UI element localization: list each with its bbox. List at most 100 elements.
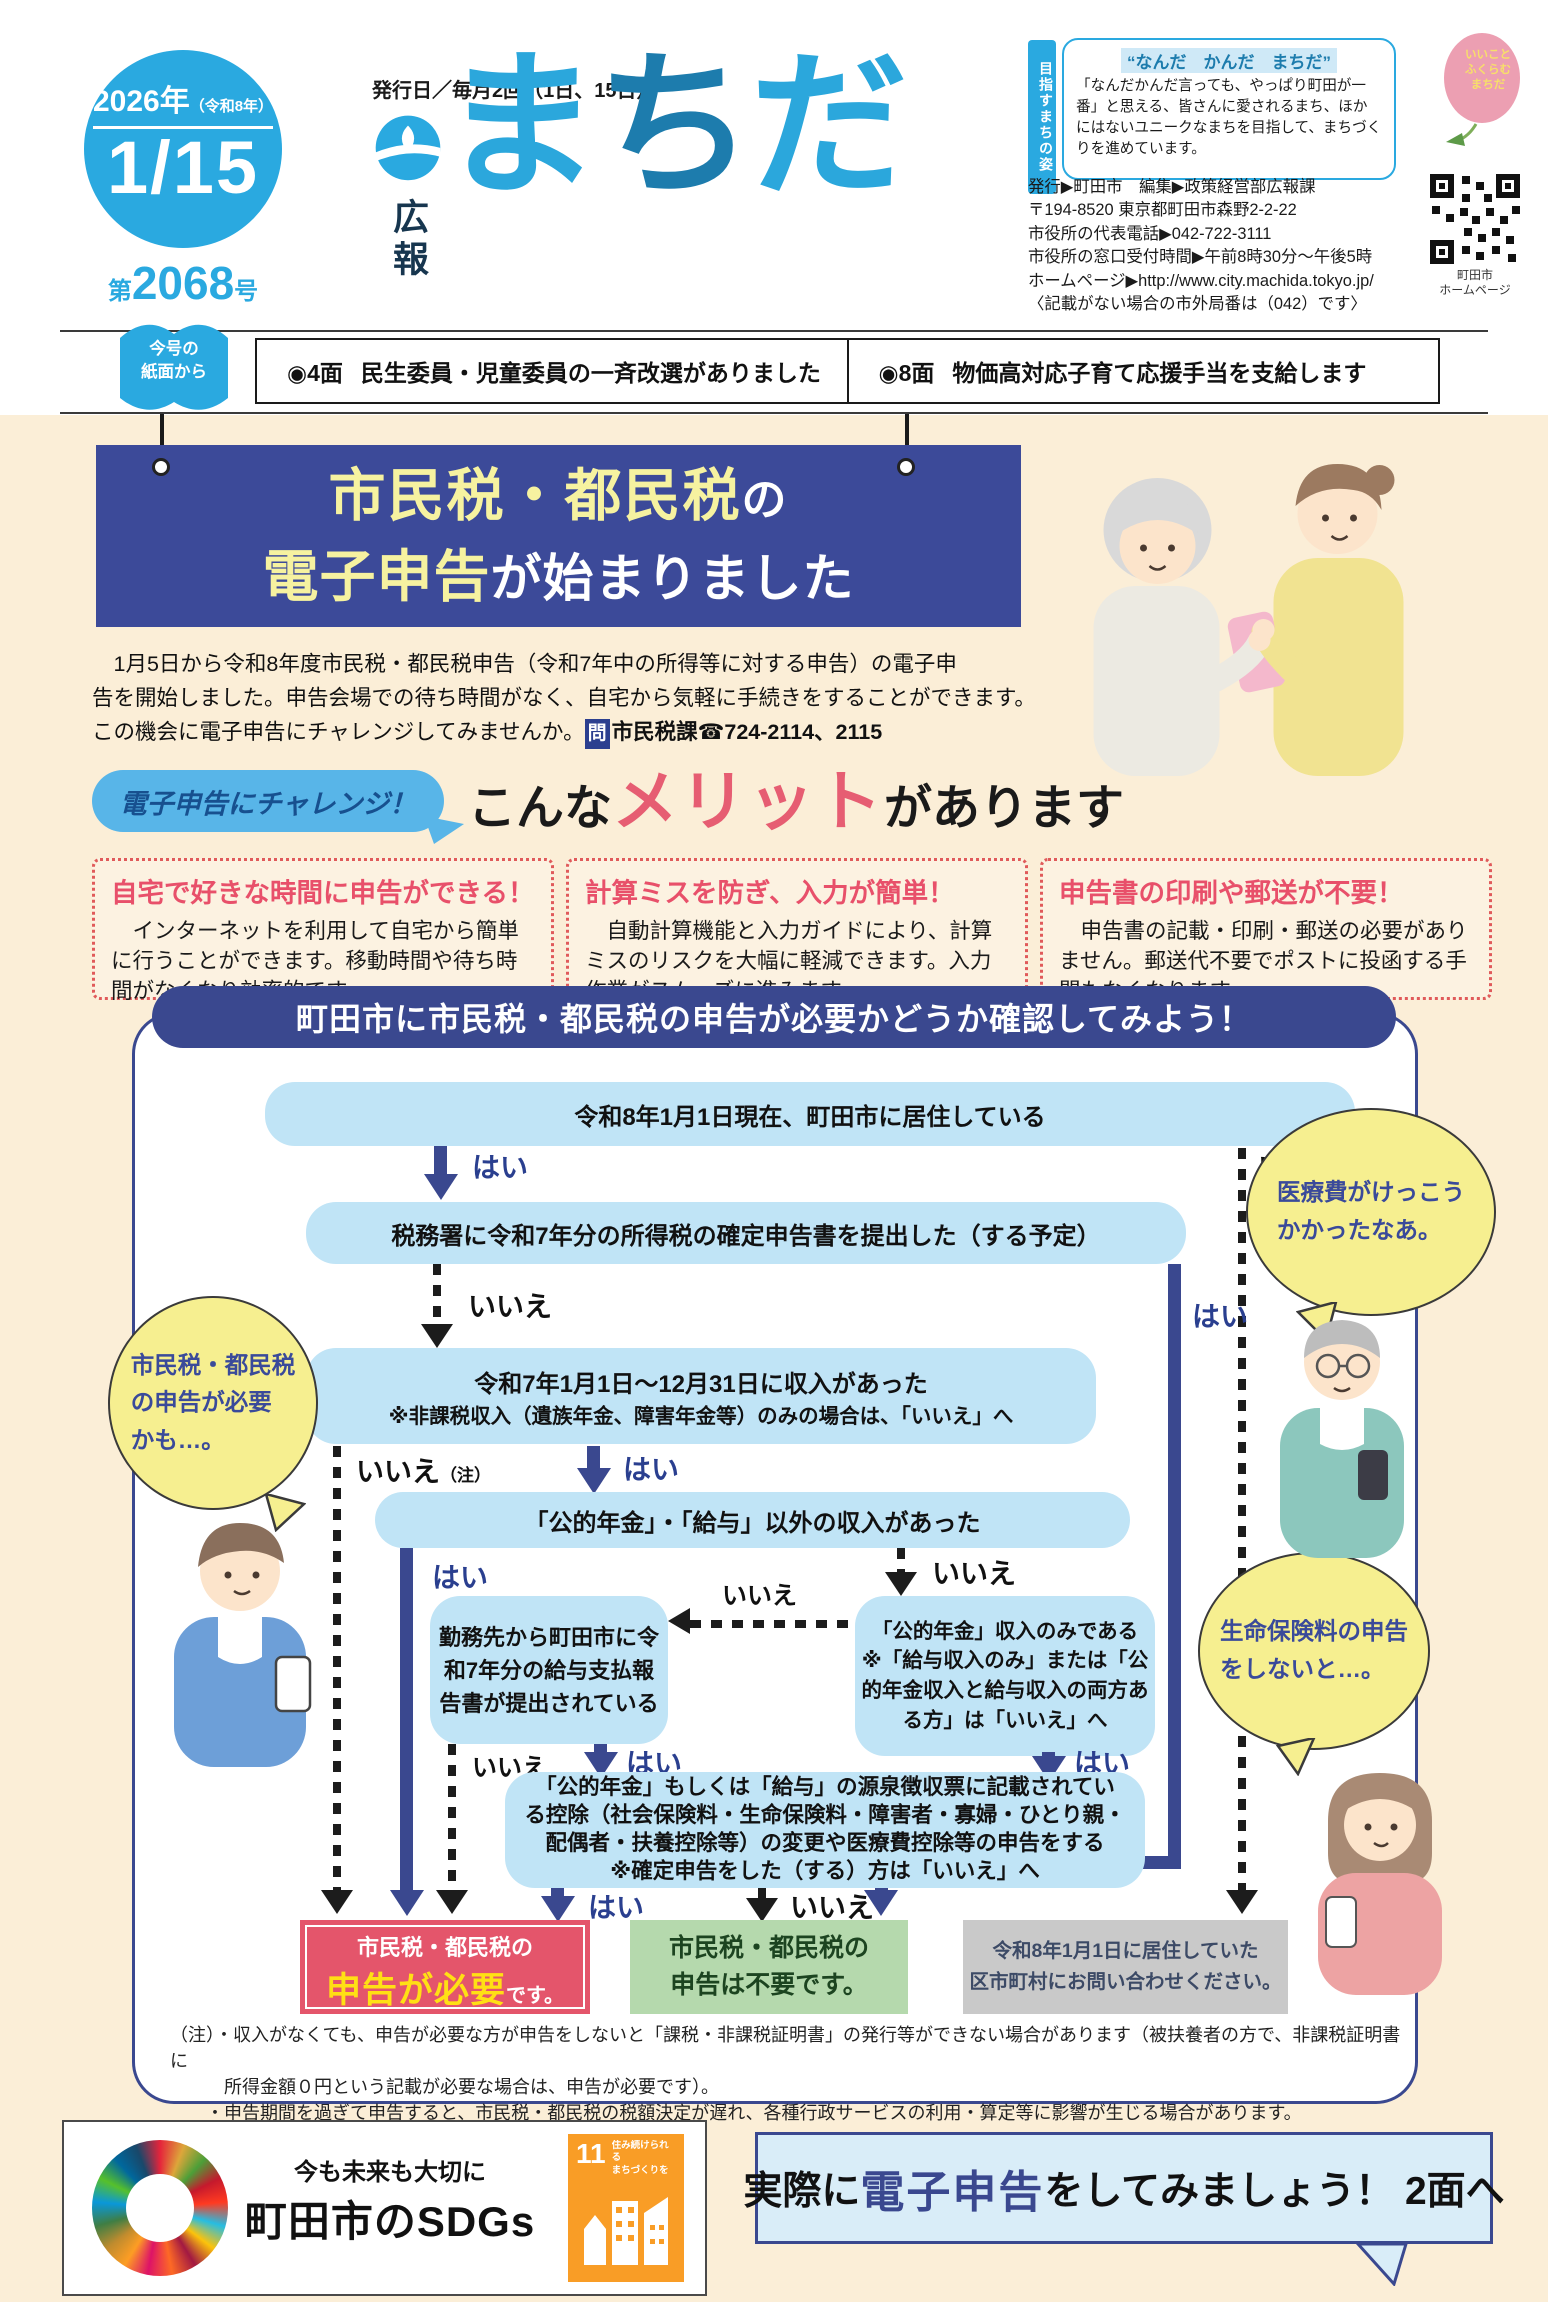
issue-year: 2026年 xyxy=(92,85,190,118)
sign-pin xyxy=(897,458,915,476)
merit-heading: こんなメリットがあります xyxy=(468,764,1125,838)
sdg-goal-label: 住み続けられる まちづくりを xyxy=(611,2140,669,2176)
flow-arrow-head xyxy=(668,1608,690,1634)
man-with-phone-illustration xyxy=(174,1523,312,1767)
flow-arrow-head xyxy=(390,1890,424,1916)
sdgs-wheel-icon xyxy=(92,2140,228,2276)
label-yes: はい xyxy=(432,1562,489,1593)
merit-box-title: 自宅で好きな時間に申告ができる！ xyxy=(111,878,535,908)
label-no: いいえ xyxy=(468,1291,553,1322)
flow-arrow-line xyxy=(1168,1264,1181,1856)
sdg-buildings-icon xyxy=(584,2197,668,2266)
toc-item: ◉4面民生委員・児童委員の一斉改選がありました xyxy=(257,340,847,402)
flow-box-pension-only: 「公的年金」収入のみである ※「給与収入のみ」または「公 的年金収入と給与収入の… xyxy=(855,1596,1155,1756)
toc-item-title: 物価高対応子育て応援手当を支給します xyxy=(952,360,1367,386)
flow-dotted-line xyxy=(690,1620,855,1628)
flow-arrow-head xyxy=(421,1324,453,1348)
city-vision-box: “なんだ かんだ まちだ” 「なんだかんだ言っても、やっぱり町田が一番」と思える… xyxy=(1062,38,1396,180)
contact-info: 市民税課☎724-2114、2115 xyxy=(611,719,883,744)
feature-title-line1-em: 市民税・都民税 xyxy=(328,464,742,528)
inquiry-mark: 問 xyxy=(584,718,610,749)
flow-box-residence: 令和8年1月1日現在、町田市に居住している xyxy=(265,1082,1355,1146)
cta-banner-tail xyxy=(1356,2242,1408,2286)
publisher-line: 発行▶町田市 編集▶政策経営部広報課 xyxy=(1028,178,1316,196)
bubble-may-need-filing: 市民税・都民税 の申告が必要 かも…。 xyxy=(108,1296,318,1510)
label-yes: はい xyxy=(1192,1301,1249,1332)
flow-box-final-return: 税務署に令和7年分の所得税の確定申告書を提出した（する予定） xyxy=(306,1202,1186,1264)
flow-arrow-head xyxy=(424,1174,458,1200)
flow-dotted-line xyxy=(448,1744,456,1890)
issue-date-badge: 2026年（令和8年） 1/15 xyxy=(84,50,282,248)
flow-arrow-head xyxy=(577,1468,611,1494)
toc-item-title: 民生委員・児童委員の一斉改選がありました xyxy=(360,360,821,386)
challenge-bubble-tail xyxy=(424,816,464,844)
people-with-phone-illustration xyxy=(1093,464,1404,776)
sign-string xyxy=(160,414,164,466)
flow-arrow-line xyxy=(400,1548,413,1890)
machida-balloon-logo xyxy=(1444,33,1520,146)
feature-title-banner: 市民税・都民税の 電子申告が始まりました xyxy=(96,445,1021,627)
flow-dotted-line xyxy=(1238,1148,1246,1890)
flow-arrow-head xyxy=(746,1898,778,1922)
woman-with-phone-illustration xyxy=(1318,1773,1442,1995)
cta-banner: 実際に 電子申告 をしてみましょう！ 2面へ xyxy=(743,2132,1505,2244)
merit-box-no-mailing: 申告書の印刷や郵送が不要！ 申告書の記載・印刷・郵送の必要がありません。郵送代不… xyxy=(1040,858,1492,1003)
merit-box-title: 計算ミスを防ぎ、入力が簡単！ xyxy=(585,878,955,908)
flow-arrow-head xyxy=(436,1890,468,1914)
toc-item: ◉8面物価高対応子育て応援手当を支給します xyxy=(846,340,1439,402)
flow-dotted-line xyxy=(333,1446,341,1890)
challenge-speech-bubble: 電子申告にチャレンジ！ xyxy=(92,770,444,832)
toc-bar: ◉4面民生委員・児童委員の一斉改選がありました ◉8面物価高対応子育て応援手当を… xyxy=(255,338,1440,404)
bubble-tail xyxy=(264,1494,306,1532)
logo-koho: 広報 xyxy=(388,198,429,282)
issue-date: 1/15 xyxy=(106,126,260,209)
balloon-logo-text: いいこと ふくらむ まちだ xyxy=(1465,49,1511,91)
bubble-life-insurance: 生命保険料の申告 をしないと…。 xyxy=(1198,1552,1430,1750)
label-no: いいえ xyxy=(790,1892,875,1923)
sign-string xyxy=(905,414,909,466)
flow-box-payroll-report: 勤務先から町田市に令 和7年分の給与支払報 告書が提出されている xyxy=(430,1596,668,1744)
merit-box-home: 自宅で好きな時間に申告ができる！ インターネットを利用して自宅から簡単に行うこと… xyxy=(92,858,554,1003)
qr-code xyxy=(1428,172,1522,266)
result-filing-not-required: 市民税・都民税の 申告は不要です。 xyxy=(630,1920,908,2014)
flow-arrow-line xyxy=(434,1146,447,1174)
flow-box-deductions: 「公的年金」もしくは「給与」の源泉徴収票に記載されてい る控除（社会保険料・生命… xyxy=(505,1772,1145,1888)
qr-caption: 町田市 ホームページ xyxy=(1439,268,1511,297)
sign-pin xyxy=(152,458,170,476)
publisher-line: 市役所の代表電話▶042-722-3111 xyxy=(1028,224,1272,243)
bubble-tail xyxy=(1276,1738,1316,1776)
divider-line xyxy=(60,412,1488,414)
flow-arrow-head xyxy=(864,1890,898,1916)
result-filing-required: 市民税・都民税の 申告が必要です。 xyxy=(300,1920,590,2014)
flow-box-other-income: 「公的年金」・「給与」以外の収入があった xyxy=(375,1492,1130,1548)
label-no: いいえ xyxy=(722,1582,798,1610)
feature-title-line2-em: 電子申告 xyxy=(262,545,491,609)
feature-title-line2-rest: が始まりました xyxy=(490,550,855,608)
vision-title: “なんだ かんだ まちだ” xyxy=(1121,48,1337,73)
bubble-medical-costs: 医療費がけっこう かかったなあ。 xyxy=(1246,1108,1496,1316)
flow-arrow-head xyxy=(321,1890,353,1914)
merit-box-easy-input: 計算ミスを防ぎ、入力が簡単！ 自動計算機能と入力ガイドにより、計算ミスのリスクを… xyxy=(566,858,1028,1003)
sdgs-catchphrase: 今も未来も大切に xyxy=(294,2159,486,2186)
flowchart-title: 町田市に市民税・都民税の申告が必要かどうか確認してみよう！ xyxy=(152,986,1396,1048)
publisher-line: ホームページ▶http://www.city.machida.tokyo.jp/ xyxy=(1028,271,1374,290)
publisher-line: 〒194-8520 東京都町田市森野2-2-22 xyxy=(1028,201,1297,220)
label-yes: はい xyxy=(623,1454,680,1485)
flow-arrow-head xyxy=(1226,1890,1258,1914)
elderly-man-illustration xyxy=(1280,1320,1404,1558)
machida-city-emblem-icon xyxy=(375,115,441,181)
label-yes: はい xyxy=(472,1152,529,1183)
flow-dotted-line xyxy=(897,1548,905,1572)
sdgs-title: 町田市のSDGs xyxy=(244,2198,536,2245)
sdg-goal-11-tile: 11 住み続けられる まちづくりを xyxy=(568,2134,684,2282)
vision-vertical-tab: 目指すまちの姿 xyxy=(1028,40,1056,194)
publication-frequency: 発行日／毎月2回（1日、15日） xyxy=(372,80,657,102)
flow-arrow-head xyxy=(541,1896,575,1922)
toc-page-ref: ◉4面 xyxy=(287,360,343,386)
feature-lead-paragraph: 1月5日から令和8年度市民税・都民税申告（令和7年中の所得等に対する申告）の電子… xyxy=(92,648,1037,750)
flow-box-income: 令和7年1月1日～12月31日に収入があった ※非課税収入（遺族年金、障害年金等… xyxy=(306,1348,1096,1444)
result-contact-other-municipality: 令和8年1月1日に居住していた 区市町村にお問い合わせください。 xyxy=(963,1920,1288,2014)
merit-box-title: 申告書の印刷や郵送が不要！ xyxy=(1059,878,1404,908)
toc-label: 今号の 紙面から xyxy=(141,340,207,382)
